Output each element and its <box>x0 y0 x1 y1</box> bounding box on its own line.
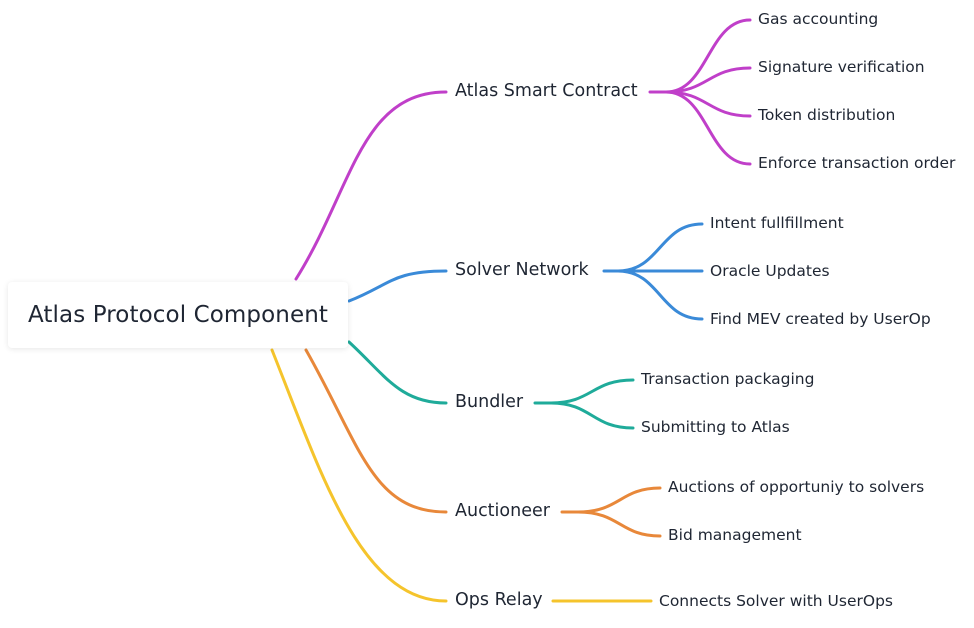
branch-bundler[interactable]: Bundler <box>455 392 524 412</box>
leaf-find-mev[interactable]: Find MEV created by UserOp <box>710 310 931 328</box>
branch-atlas-smart-contract[interactable]: Atlas Smart Contract <box>455 81 638 101</box>
leaf-oracle-updates[interactable]: Oracle Updates <box>710 262 830 280</box>
connector-intent-fullfillment <box>602 222 704 273</box>
connector-bid-management <box>576 510 662 538</box>
connector-signature-verification <box>664 66 752 94</box>
leaf-signature-verification[interactable]: Signature verification <box>758 58 925 76</box>
connector-auctioneer <box>304 348 448 514</box>
connector-enforce-transaction-order <box>664 90 752 166</box>
leaf-enforce-transaction-order[interactable]: Enforce transaction order <box>758 154 956 172</box>
leaf-submitting-to-atlas[interactable]: Submitting to Atlas <box>641 418 790 436</box>
leaf-token-distribution[interactable]: Token distribution <box>758 106 896 124</box>
connector-submitting-to-atlas <box>549 401 635 430</box>
leaf-auctions-of-opportunity[interactable]: Auctions of opportuniy to solvers <box>668 478 925 496</box>
connector-auctions-of-opportunity <box>560 486 662 514</box>
leaf-gas-accounting[interactable]: Gas accounting <box>758 10 879 28</box>
branch-auctioneer[interactable]: Auctioneer <box>455 501 550 521</box>
connector-atlas-smart-contract <box>294 90 448 281</box>
connector-find-mev <box>616 269 704 321</box>
connector-bundler <box>347 340 448 405</box>
leaf-bid-management[interactable]: Bid management <box>668 526 802 544</box>
root-node[interactable]: Atlas Protocol Component <box>8 282 348 348</box>
connector-solver-network <box>347 269 448 303</box>
connector-ops-relay <box>270 348 448 603</box>
connector-gas-accounting <box>648 18 752 94</box>
leaf-transaction-packaging[interactable]: Transaction packaging <box>641 370 815 388</box>
connector-transaction-packaging <box>533 378 635 405</box>
leaf-connects-solver[interactable]: Connects Solver with UserOps <box>659 592 893 610</box>
leaf-intent-fullfillment[interactable]: Intent fullfillment <box>710 214 844 232</box>
branch-solver-network[interactable]: Solver Network <box>455 260 589 280</box>
branch-ops-relay[interactable]: Ops Relay <box>455 590 543 610</box>
root-label: Atlas Protocol Component <box>27 302 329 328</box>
